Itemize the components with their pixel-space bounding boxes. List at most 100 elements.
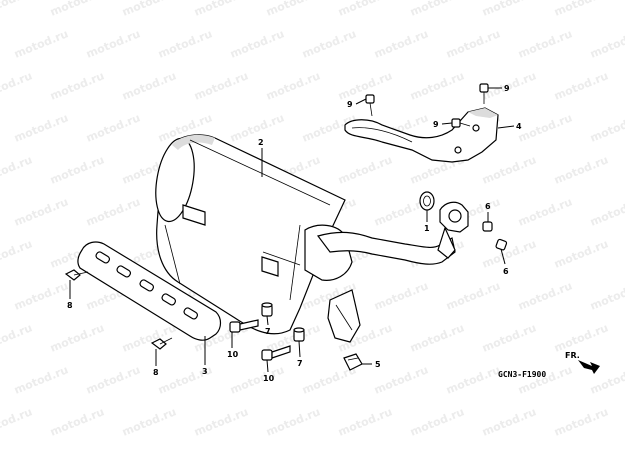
watermark-text: motod.ru — [0, 69, 34, 102]
watermark-text: motod.ru — [84, 195, 142, 228]
watermark-text: motod.ru — [48, 69, 106, 102]
bolt-left — [64, 269, 89, 281]
watermark-text: motod.ru — [408, 0, 466, 19]
watermark-text: motod.ru — [408, 69, 466, 102]
watermark-text: motod.ru — [372, 279, 430, 312]
watermark-text: motod.ru — [84, 363, 142, 396]
watermark-text: motod.ru — [336, 153, 394, 186]
watermark-text: motod.ru — [552, 237, 610, 270]
watermark-text: motod.ru — [120, 321, 178, 354]
watermark-text: motod.ru — [552, 69, 610, 102]
watermark-text: motod.ru — [588, 279, 625, 312]
callout-10-upper: 10 — [227, 350, 239, 359]
watermark-text: motod.ru — [48, 405, 106, 438]
watermark-text: motod.ru — [12, 195, 70, 228]
exhaust-manifold-flange — [437, 201, 469, 259]
callout-6-lower: 6 — [503, 267, 509, 276]
watermark-text: motod.ru — [84, 111, 142, 144]
watermark-text: motod.ru — [480, 237, 538, 270]
watermark-text: motod.ru — [120, 69, 178, 102]
muffler — [155, 134, 456, 343]
watermark-text: motod.ru — [12, 27, 70, 60]
watermark-text: motod.ru — [264, 405, 322, 438]
watermark-text: motod.ru — [300, 27, 358, 60]
watermark-text: motod.ru — [552, 405, 610, 438]
watermark-text: motod.ru — [444, 27, 502, 60]
watermark-text: motod.ru — [264, 69, 322, 102]
watermark-text: motod.ru — [84, 27, 142, 60]
watermark-text: motod.ru — [516, 195, 574, 228]
front-arrow-icon — [578, 360, 600, 374]
watermark-text: motod.ru — [336, 0, 394, 19]
watermark-text: motod.ru — [120, 0, 178, 19]
flange-bolt-upper — [229, 319, 259, 333]
collar-upper — [261, 302, 273, 317]
watermark-text: motod.ru — [48, 153, 106, 186]
stud-nut-upper — [482, 221, 493, 232]
watermark-text: motod.ru — [516, 111, 574, 144]
watermark-text: motod.ru — [372, 363, 430, 396]
collar-lower — [293, 327, 305, 342]
watermark-text: motod.ru — [408, 321, 466, 354]
watermark-text: motod.ru — [336, 69, 394, 102]
gasket — [419, 191, 435, 211]
watermark-text: motod.ru — [552, 153, 610, 186]
muffler-protector — [77, 241, 222, 341]
watermark-text: motod.ru — [192, 69, 250, 102]
watermark-text: motod.ru — [0, 237, 34, 270]
leader-lines — [69, 87, 515, 373]
watermark-text: motod.ru — [408, 405, 466, 438]
watermark-text: motod.ru — [516, 279, 574, 312]
callout-2: 2 — [258, 138, 264, 147]
watermark-text: motod.ru — [336, 405, 394, 438]
bolt-bottom — [150, 337, 173, 350]
front-label: FR. — [565, 351, 580, 360]
callout-10-lower: 10 — [263, 374, 275, 383]
watermark-text: motod.ru — [120, 405, 178, 438]
watermark-text: motod.ru — [264, 0, 322, 19]
watermark-text: motod.ru — [48, 321, 106, 354]
watermark-text: motod.ru — [0, 153, 34, 186]
callout-6-upper: 6 — [485, 202, 491, 211]
watermark-text: motod.ru — [516, 363, 574, 396]
watermark-text: motod.ru — [228, 363, 286, 396]
watermark-text: motod.ru — [0, 0, 34, 19]
watermark-text: motod.ru — [192, 0, 250, 19]
callout-9-top: 9 — [504, 84, 510, 93]
callout-9-left: 9 — [347, 100, 353, 109]
watermark-text: motod.ru — [480, 405, 538, 438]
callout-4: 4 — [516, 122, 522, 131]
callout-5: 5 — [375, 360, 381, 369]
watermark-text: motod.ru — [0, 321, 34, 354]
watermark-text: motod.ru — [516, 27, 574, 60]
watermark-text: motod.ru — [480, 0, 538, 19]
watermark-text: motod.ru — [48, 0, 106, 19]
callout-7-lower: 7 — [297, 359, 303, 368]
diagram-code: GCN3-F1900 — [498, 370, 546, 379]
watermark-text: motod.ru — [588, 195, 625, 228]
watermark-text: motod.ru — [12, 111, 70, 144]
stud-nut-lower — [495, 238, 508, 251]
watermark-text: motod.ru — [480, 321, 538, 354]
watermark-text: motod.ru — [444, 279, 502, 312]
callout-8-left: 8 — [67, 301, 73, 310]
front-direction-marker: FR. — [565, 351, 600, 374]
callout-9-mid: 9 — [433, 120, 439, 129]
watermark-text: motod.ru — [12, 279, 70, 312]
watermark-text: motod.ru — [588, 27, 625, 60]
watermark-text: motod.ru — [444, 363, 502, 396]
watermark-text: motod.ru — [228, 27, 286, 60]
watermark-text: motod.ru — [588, 111, 625, 144]
callout-8-bottom: 8 — [153, 368, 159, 377]
watermark-text: motod.ru — [480, 153, 538, 186]
watermark-text: motod.ru — [12, 363, 70, 396]
watermark-text: motod.ru — [552, 321, 610, 354]
watermark-text: motod.ru — [552, 0, 610, 19]
callout-7-upper: 7 — [265, 327, 271, 336]
screw-top — [479, 83, 489, 104]
watermark-text: motod.ru — [372, 27, 430, 60]
watermark-text: motod.ru — [156, 27, 214, 60]
watermark-text: motod.ru — [192, 405, 250, 438]
screw-left — [365, 94, 375, 117]
